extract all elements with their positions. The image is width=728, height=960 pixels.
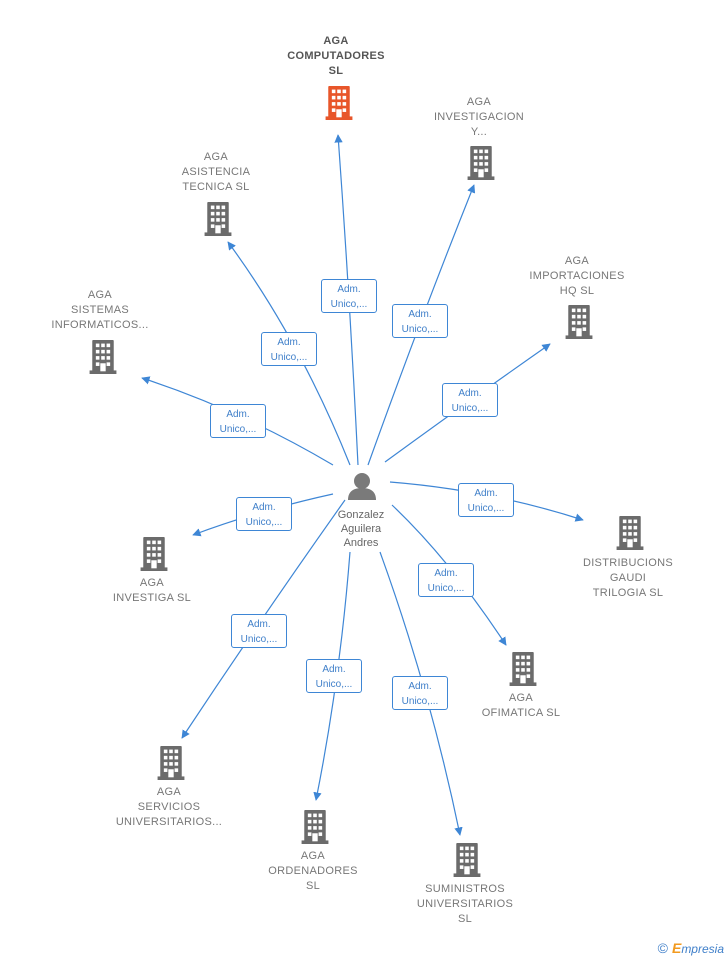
building-icon[interactable] — [565, 305, 593, 339]
company-label-aga-importaciones[interactable]: AGA IMPORTACIONES HQ SL — [529, 255, 625, 297]
footer-brand: © Empresia — [658, 940, 724, 956]
building-icon[interactable] — [509, 652, 537, 686]
company-label-aga-sistemas[interactable]: AGA SISTEMAS INFORMATICOS... — [51, 289, 149, 331]
company-label-aga-investigacion[interactable]: AGA INVESTIGACION Y... — [433, 96, 525, 138]
brand-logo: Empresia — [671, 940, 724, 956]
building-icon[interactable] — [616, 516, 644, 550]
company-label-aga-ordenadores[interactable]: AGA ORDENADORES SL — [268, 850, 358, 892]
copyright-symbol: © — [657, 940, 668, 956]
company-label-suministros[interactable]: SUMINISTROS UNIVERSITARIOS SL — [416, 883, 514, 925]
company-label-aga-computadores[interactable]: AGA COMPUTADORES SL — [287, 35, 385, 77]
relation-label[interactable]: Adm. Unico,... — [306, 659, 362, 693]
company-label-aga-asistencia[interactable]: AGA ASISTENCIA TECNICA SL — [181, 151, 251, 193]
company-label-distribucions-gaudi[interactable]: DISTRIBUCIONS GAUDI TRILOGIA SL — [582, 557, 674, 599]
building-icon[interactable] — [325, 86, 353, 120]
company-label-aga-investiga[interactable]: AGA INVESTIGA SL — [112, 577, 192, 604]
building-icon[interactable] — [157, 746, 185, 780]
relation-label[interactable]: Adm. Unico,... — [236, 497, 292, 531]
company-label-aga-ofimatica[interactable]: AGA OFIMATICA SL — [481, 692, 561, 719]
relation-label[interactable]: Adm. Unico,... — [231, 614, 287, 648]
building-icon[interactable] — [301, 810, 329, 844]
building-icon[interactable] — [89, 340, 117, 374]
building-icon[interactable] — [467, 146, 495, 180]
relation-label[interactable]: Adm. Unico,... — [392, 304, 448, 338]
company-label-aga-servicios[interactable]: AGA SERVICIOS UNIVERSITARIOS... — [115, 786, 223, 828]
relation-label[interactable]: Adm. Unico,... — [418, 563, 474, 597]
relation-label[interactable]: Adm. Unico,... — [210, 404, 266, 438]
relation-label[interactable]: Adm. Unico,... — [321, 279, 377, 313]
relation-label[interactable]: Adm. Unico,... — [458, 483, 514, 517]
building-icon[interactable] — [453, 843, 481, 877]
center-person-name[interactable]: Gonzalez Aguilera Andres — [337, 509, 385, 549]
building-icon[interactable] — [204, 202, 232, 236]
person-icon — [348, 473, 376, 500]
relation-label[interactable]: Adm. Unico,... — [261, 332, 317, 366]
relation-label[interactable]: Adm. Unico,... — [442, 383, 498, 417]
relation-label[interactable]: Adm. Unico,... — [392, 676, 448, 710]
building-icon[interactable] — [140, 537, 168, 571]
